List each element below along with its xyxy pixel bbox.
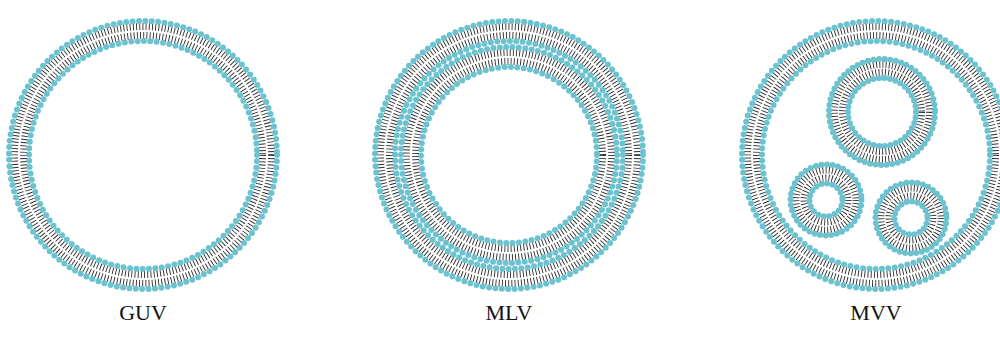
mlv-inner-bilayer bbox=[401, 47, 617, 263]
vesicle-type-label: GUV bbox=[63, 300, 223, 326]
vesicle-type-label: MVV bbox=[796, 300, 956, 326]
vesicle-type-label: MLV bbox=[429, 300, 589, 326]
mlv-outer-bilayer bbox=[375, 21, 643, 289]
guv-bilayer bbox=[9, 21, 277, 289]
mvv-outer-bilayer bbox=[742, 21, 1000, 289]
mvv-inner-vesicle bbox=[829, 59, 935, 165]
mvv-inner-vesicle bbox=[876, 183, 947, 254]
mvv-inner-vesicle bbox=[791, 165, 862, 236]
